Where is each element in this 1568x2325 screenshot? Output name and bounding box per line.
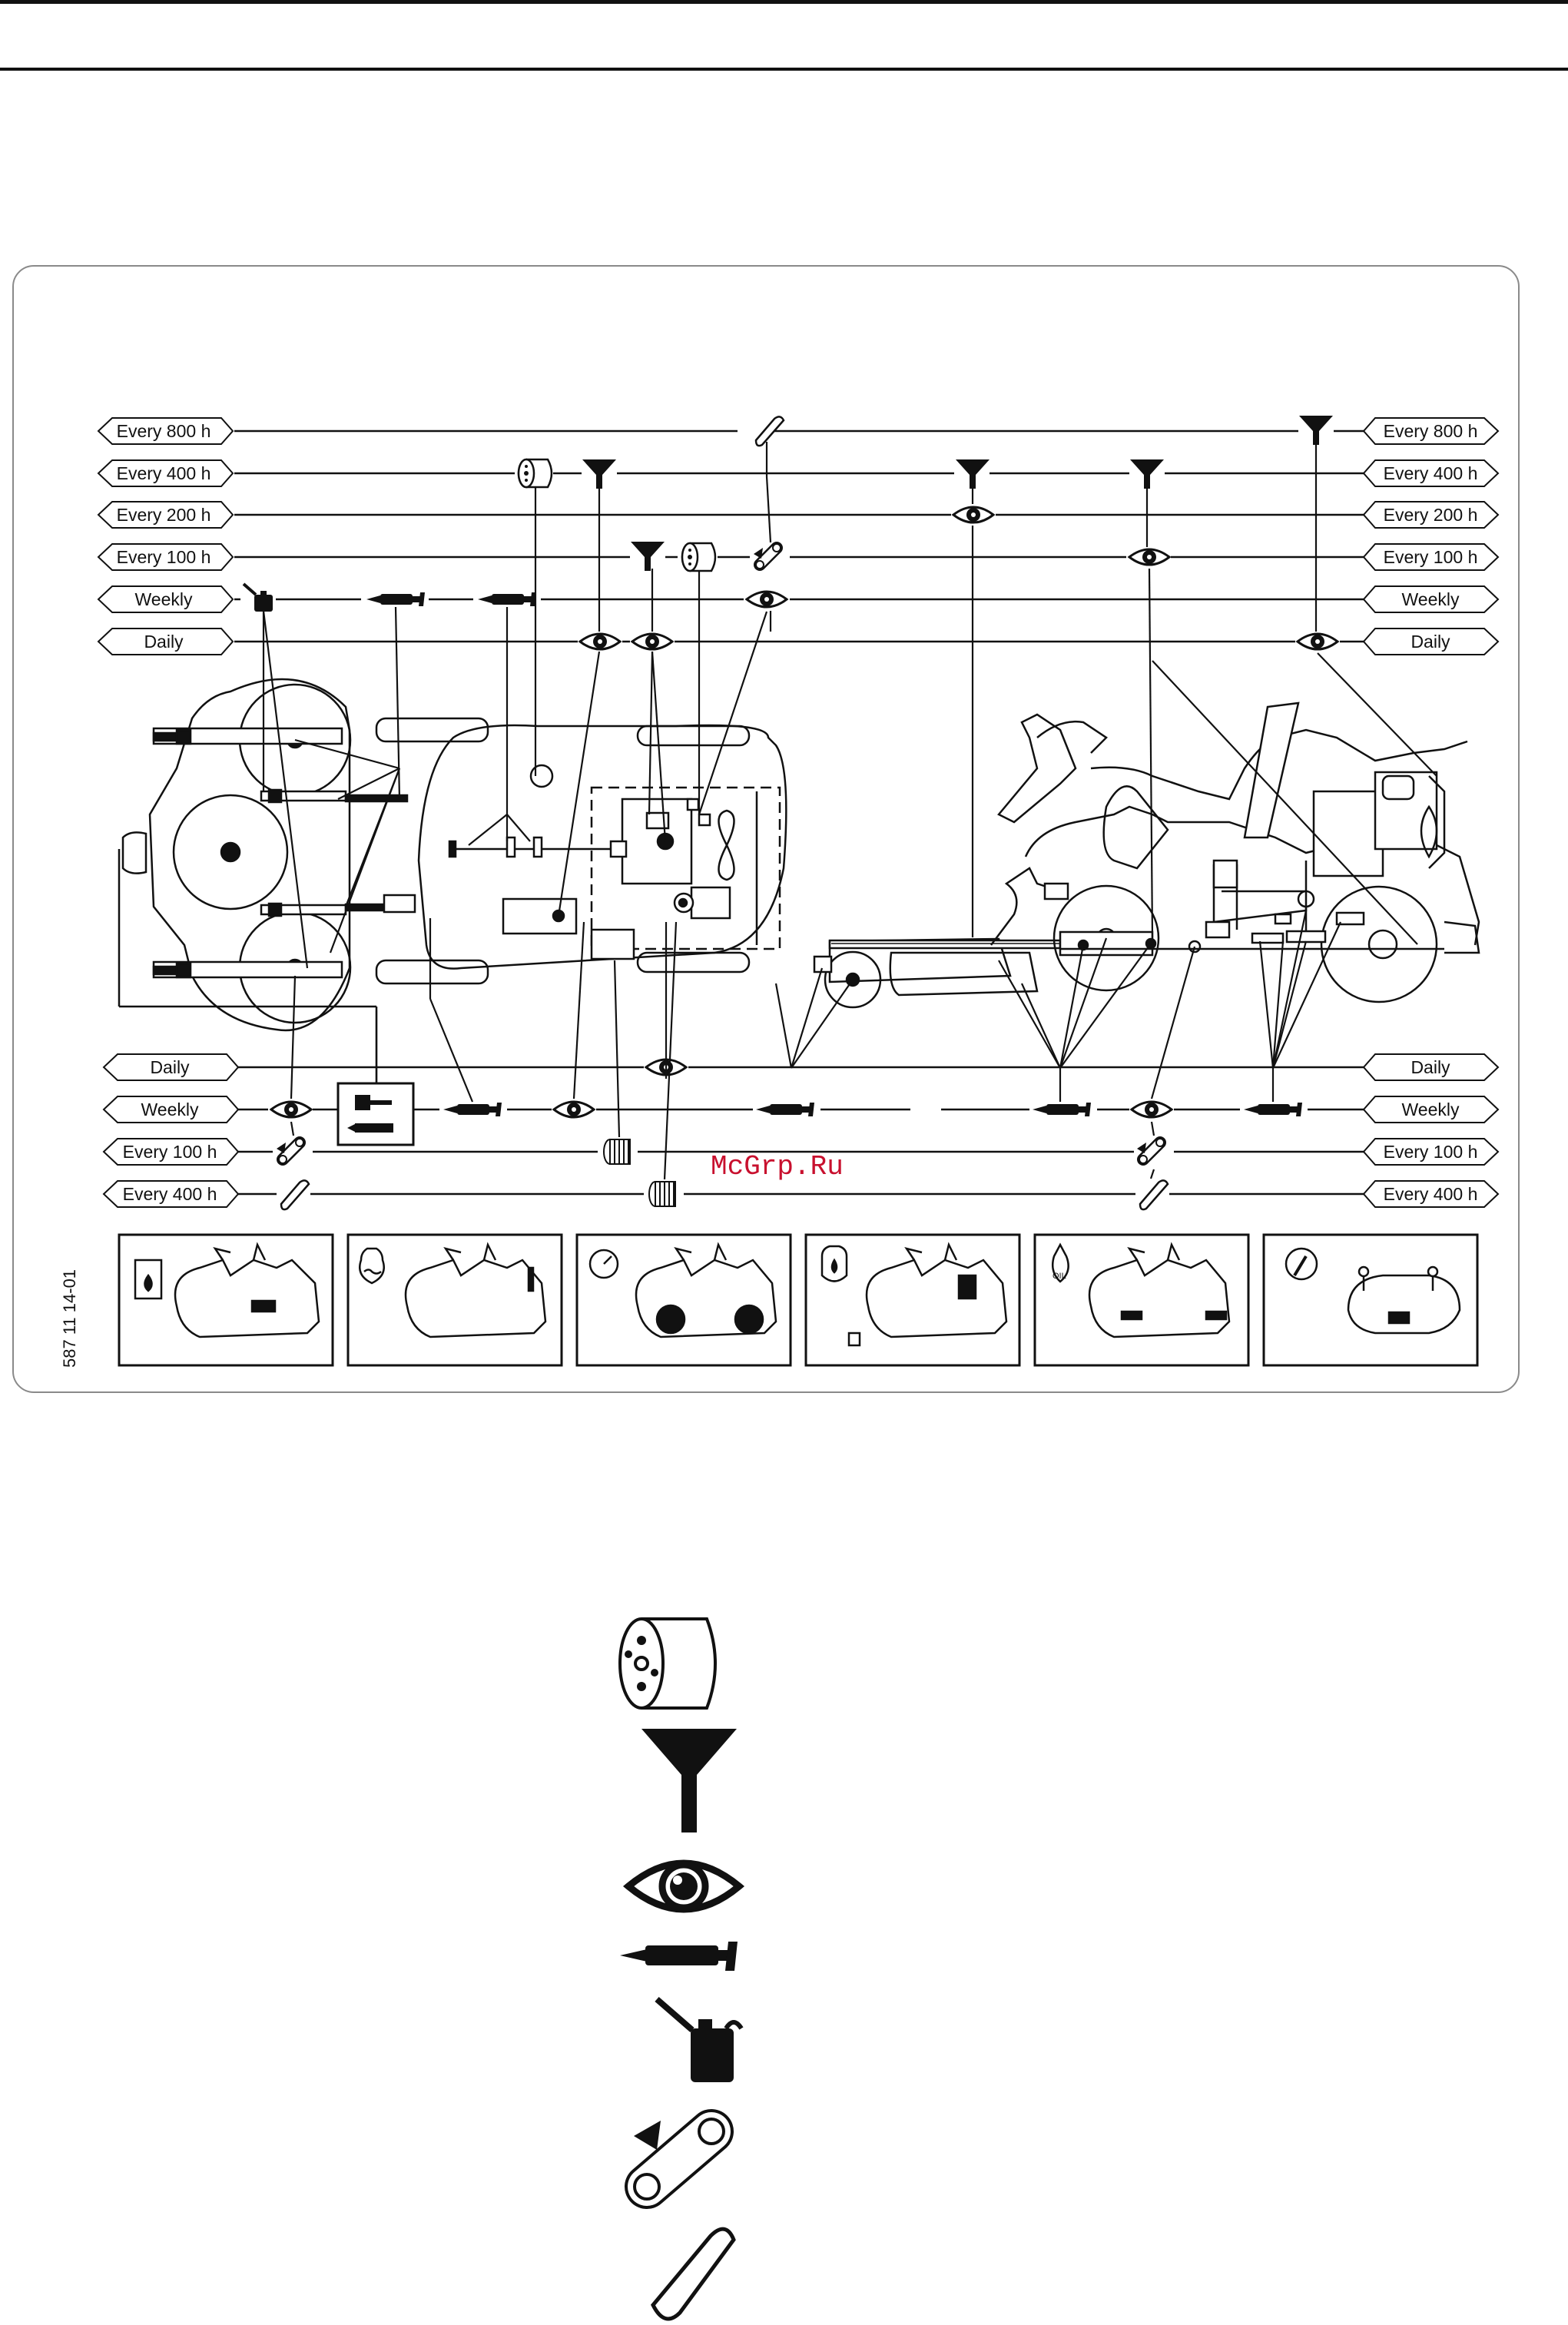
info-boxes xyxy=(119,1235,1477,1365)
tag-right-every-200: Every 200 h xyxy=(1364,502,1498,528)
svg-text:Every 100 h: Every 100 h xyxy=(123,1142,217,1162)
svg-text:Every 800 h: Every 800 h xyxy=(1384,421,1478,441)
tag-right-weekly-bottom: Weekly xyxy=(1364,1096,1498,1123)
top-schedule-lines xyxy=(234,431,1364,642)
info-box-battery xyxy=(1264,1235,1477,1365)
tag-right-daily: Daily xyxy=(1364,629,1498,655)
air-filter-icon xyxy=(604,1139,630,1164)
tag-right-every-100-bottom: Every 100 h xyxy=(1364,1139,1498,1165)
tag-left-every-800: Every 800 h xyxy=(98,418,233,444)
tag-right-daily-bottom: Daily xyxy=(1364,1054,1498,1080)
tag-left-every-400: Every 400 h xyxy=(98,460,233,486)
mini-tractor-4 xyxy=(849,1245,1006,1345)
svg-text:Weekly: Weekly xyxy=(1402,589,1460,609)
info-box-engine-oil xyxy=(806,1235,1019,1365)
svg-text:Daily: Daily xyxy=(150,1057,190,1077)
mini-tractor-2 xyxy=(406,1245,545,1337)
info-box-details: OIL xyxy=(135,1245,1460,1345)
svg-text:Daily: Daily xyxy=(1411,1057,1450,1077)
mini-tractor-5 xyxy=(1089,1245,1229,1337)
svg-text:OIL: OIL xyxy=(1053,1272,1066,1281)
svg-text:Every 100 h: Every 100 h xyxy=(1384,1142,1478,1162)
tag-left-weekly-bottom: Weekly xyxy=(104,1096,238,1123)
belt-adjust-icon xyxy=(634,2119,724,2199)
info-box-coolant xyxy=(348,1235,562,1365)
info-box-tyre-pressure xyxy=(577,1235,791,1365)
tag-left-every-200: Every 200 h xyxy=(98,502,233,528)
tag-right-weekly: Weekly xyxy=(1364,586,1498,612)
mini-tractor-1 xyxy=(175,1245,319,1337)
oil-filter-icon xyxy=(519,459,552,487)
tag-left-daily-bottom: Daily xyxy=(104,1054,238,1080)
part-number: 587 11 14-01 xyxy=(60,1269,79,1368)
oil-filter-icon xyxy=(682,543,715,571)
svg-text:Every 400 h: Every 400 h xyxy=(123,1184,217,1204)
watermark-text: McGrp.Ru xyxy=(711,1151,844,1182)
tag-right-every-400-bottom: Every 400 h xyxy=(1364,1181,1498,1207)
coolant-icon xyxy=(360,1249,384,1283)
bottom-leader-lines xyxy=(291,910,1341,1179)
svg-text:Every 200 h: Every 200 h xyxy=(117,505,211,525)
bottom-schedule-symbols xyxy=(268,1056,1308,1211)
leader-lines xyxy=(264,442,1437,968)
grease-gun-icon xyxy=(620,1942,738,1971)
belt-icon xyxy=(653,2229,734,2319)
svg-text:Weekly: Weekly xyxy=(1402,1099,1460,1119)
oil-can-icon xyxy=(657,1999,741,2082)
top-schedule-symbols xyxy=(240,415,1340,654)
svg-text:Every 400 h: Every 400 h xyxy=(117,463,211,483)
tag-left-every-100: Every 100 h xyxy=(98,544,233,570)
mower-top-view xyxy=(119,679,786,1087)
svg-text:Weekly: Weekly xyxy=(141,1099,199,1119)
svg-text:Every 400 h: Every 400 h xyxy=(1384,1184,1478,1204)
legend xyxy=(620,1619,741,2319)
mower-side-view xyxy=(814,703,1479,1007)
svg-text:Every 800 h: Every 800 h xyxy=(117,421,211,441)
svg-text:Every 400 h: Every 400 h xyxy=(1384,463,1478,483)
tag-left-every-400-bottom: Every 400 h xyxy=(104,1181,238,1207)
info-box-fuel xyxy=(119,1235,333,1365)
svg-text:Every 100 h: Every 100 h xyxy=(1384,547,1478,567)
mini-tractor-3 xyxy=(636,1245,776,1337)
lubrication-box xyxy=(338,1083,413,1145)
tag-left-daily: Daily xyxy=(98,629,233,655)
svg-text:Daily: Daily xyxy=(144,632,184,652)
tag-right-every-400: Every 400 h xyxy=(1364,460,1498,486)
info-box-oil-level xyxy=(1035,1235,1248,1365)
oil-filter-icon xyxy=(620,1619,715,1708)
svg-text:Every 100 h: Every 100 h xyxy=(117,547,211,567)
svg-text:Every 200 h: Every 200 h xyxy=(1384,505,1478,525)
tag-right-every-800: Every 800 h xyxy=(1364,418,1498,444)
tag-right-every-100: Every 100 h xyxy=(1364,544,1498,570)
svg-text:Weekly: Weekly xyxy=(135,589,193,609)
tag-left-every-100-bottom: Every 100 h xyxy=(104,1139,238,1165)
air-filter-icon xyxy=(649,1182,675,1206)
svg-text:Daily: Daily xyxy=(1411,632,1450,652)
tag-left-weekly: Weekly xyxy=(98,586,233,612)
fuel-filter-icon xyxy=(641,1729,737,1832)
inspect-eye-icon xyxy=(628,1863,739,1909)
